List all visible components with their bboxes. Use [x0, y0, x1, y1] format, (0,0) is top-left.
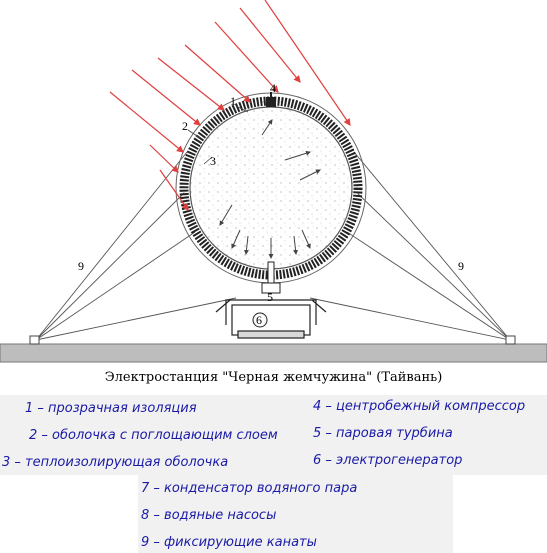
label-9-left: 9 — [78, 259, 84, 273]
steam-turbine — [261, 282, 281, 294]
legend-item-4: 4 – центробежный компрессор — [313, 399, 526, 414]
legend-item-6: 6 – электрогенератор — [313, 453, 463, 468]
label-2: 2 — [182, 119, 188, 133]
fixing-cables — [35, 151, 511, 341]
internal-flow-arrows — [219, 119, 321, 259]
electro-generator — [252, 312, 268, 328]
label-3: 3 — [210, 154, 216, 168]
legend-panel-left — [0, 395, 308, 475]
legend-item-8: 8 – водяные насосы — [141, 508, 277, 523]
legend-item-9: 9 – фиксирующие канаты — [141, 535, 317, 550]
label-5: 5 — [267, 290, 273, 304]
label-9-right: 9 — [458, 259, 464, 273]
legend-panel-bottom — [138, 475, 453, 553]
power-plant-diagram: 1 2 3 4 5 6 9 9 — [0, 0, 547, 363]
label-4: 4 — [270, 81, 276, 95]
legend-item-1: 1 – прозрачная изоляция — [25, 401, 197, 416]
label-6: 6 — [256, 313, 262, 327]
machine-room — [215, 299, 327, 339]
legend-item-2: 2 – оболочка с поглощающим слоем — [29, 428, 278, 443]
legend-panel-right — [308, 395, 547, 475]
diagram-caption: Электростанция "Черная жемчужина" (Тайва… — [104, 370, 443, 385]
turbine-shaft — [267, 261, 275, 285]
absorbing-shell — [179, 96, 363, 280]
sun-rays — [109, 0, 351, 211]
legend-item-5: 5 – паровая турбина — [313, 426, 453, 441]
legend-item-3: 3 – теплоизолирующая оболочка — [2, 455, 229, 470]
label-1: 1 — [230, 94, 236, 108]
anchor-left — [29, 335, 40, 345]
ground-slab — [0, 343, 547, 363]
legend-item-7: 7 – конденсатор водяного пара — [141, 481, 358, 496]
centrifugal-compressor — [266, 97, 276, 107]
anchor-right — [505, 335, 516, 345]
